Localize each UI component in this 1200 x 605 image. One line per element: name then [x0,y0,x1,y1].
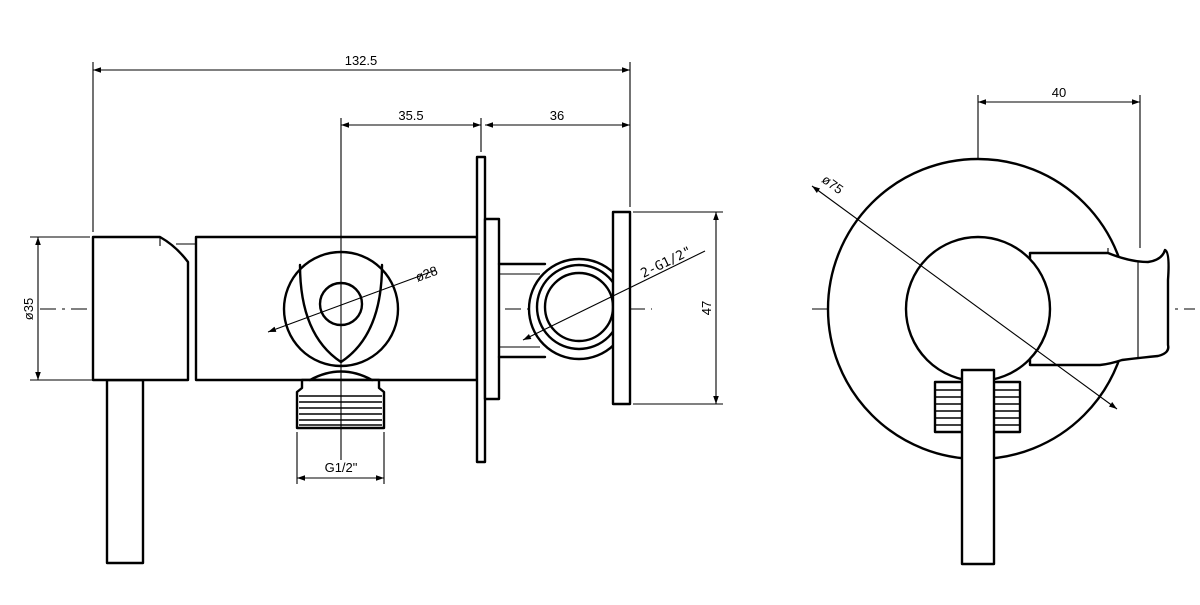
dim-height-label: 47 [699,301,714,315]
dim-center-to-plate-label: 35.5 [398,108,423,123]
side-view: 132.5 35.5 36 ø35 ø28 2-G1/ [21,53,723,565]
outlet-pipe [497,262,547,359]
dim-cap-diameter-label: ø28 [413,263,439,285]
dim-rosette-diameter-label: ø75 [819,172,846,197]
dim-offset-width: 40 [977,85,1141,248]
handle-knob [91,235,190,382]
lever-handle [105,378,145,565]
dim-offset-width-label: 40 [1052,85,1066,100]
front-view: ø75 40 [811,85,1195,566]
dim-body-diameter: ø35 [21,236,104,381]
dim-center-to-plate: 35.5 [340,108,482,460]
outlet-face-plate [611,210,632,406]
dim-inlet-thread-label: G1/2" [325,460,358,475]
dim-plate-to-face: 36 [485,108,630,128]
dim-cap-diameter: ø28 [267,263,440,333]
dim-overall-length-label: 132.5 [345,53,378,68]
dim-height: 47 [633,211,723,405]
dim-body-diameter-label: ø35 [21,298,36,320]
dim-outlet-thread-label: 2-G1/2" [639,244,695,282]
front-lever-handle [960,368,996,566]
dim-overall-length: 132.5 [92,53,631,232]
dim-inlet-thread: G1/2" [296,432,385,484]
wall-flange [483,217,501,401]
dim-plate-to-face-label: 36 [550,108,564,123]
front-body-circle [904,235,1052,383]
